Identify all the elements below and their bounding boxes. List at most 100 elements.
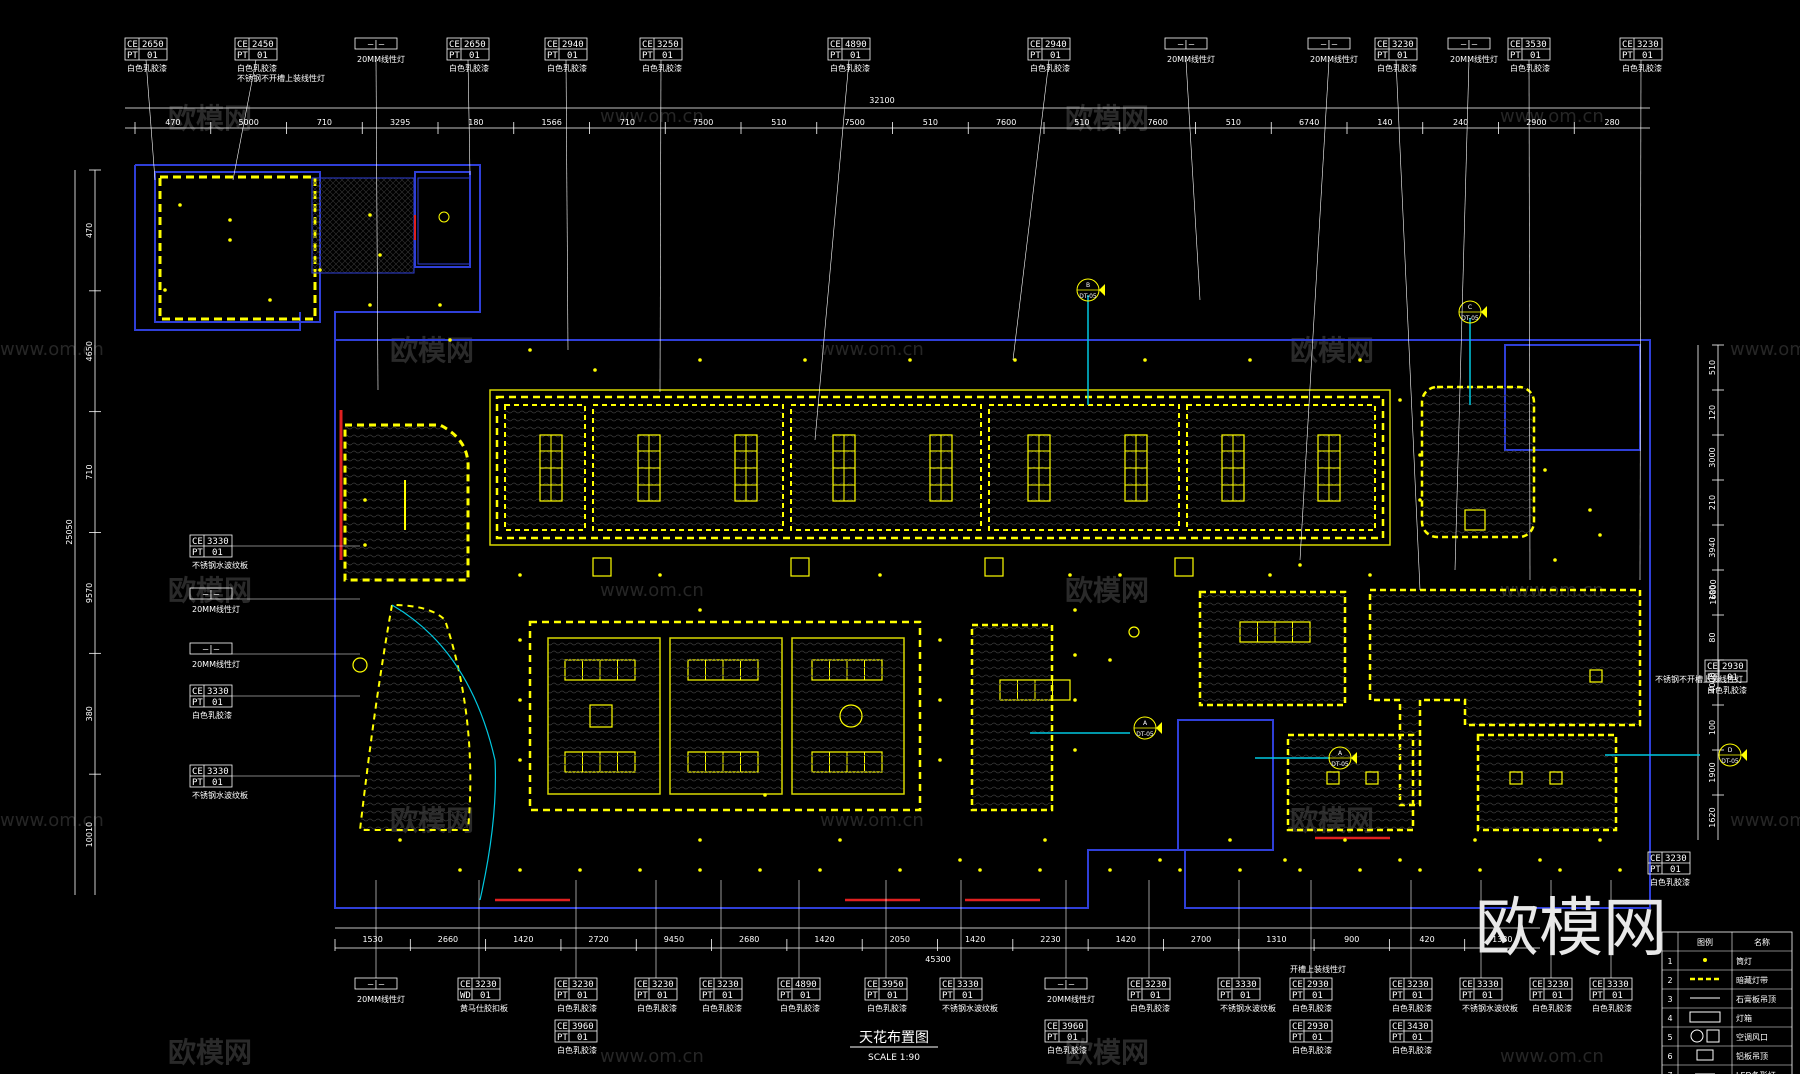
- callout-number: 01: [1642, 51, 1653, 61]
- callout-material: PT: [1650, 865, 1661, 875]
- legend-symbol: [1690, 1029, 1720, 1043]
- callout-note: 20MM线性灯: [1167, 54, 1215, 64]
- downlight: [878, 573, 882, 577]
- downlight: [1598, 533, 1602, 537]
- callout-material: PT: [637, 991, 648, 1001]
- red-accents: [495, 836, 1390, 902]
- callout-note: 白色乳胶漆: [449, 63, 489, 73]
- callout-number: 01: [469, 51, 480, 61]
- lamp-symbol: —|—: [203, 645, 220, 655]
- section-marker-sheet: DT-05: [1136, 731, 1154, 738]
- watermark-url: www.om.cn: [1730, 810, 1800, 831]
- dimension-value: 2050: [890, 935, 910, 944]
- dimension-value: 5000: [238, 118, 258, 127]
- callout-note: 白色乳胶漆: [547, 63, 587, 73]
- callout-number: 01: [1412, 991, 1423, 1001]
- callout-note: 不锈钢水波纹板: [1462, 1003, 1518, 1013]
- callout-code: CE: [192, 537, 203, 547]
- callout-code: CE: [1030, 40, 1041, 50]
- callout-tag: —|—20MM线性灯: [1164, 37, 1215, 64]
- downlight: [228, 238, 232, 242]
- downlight: [368, 213, 372, 217]
- legend-row-name: 空调风口: [1736, 1032, 1768, 1042]
- dimension-value: 80: [1708, 632, 1717, 642]
- callout-note: 白色乳胶漆: [1622, 63, 1662, 73]
- callout-material: PT: [867, 991, 878, 1001]
- dimension-value: 710: [620, 118, 635, 127]
- callout-material: PT: [1292, 1033, 1303, 1043]
- callout-note-2: 不锈钢不开槽上装线性灯: [237, 73, 325, 83]
- dimension-value: 710: [317, 118, 332, 127]
- legend-row-name: 石膏板吊顶: [1736, 994, 1776, 1004]
- lower-ceiling-blocks: [528, 385, 1642, 832]
- callout-tag: —|—20MM线性灯: [1307, 37, 1358, 64]
- left-total-dimension: 25050: [65, 519, 74, 544]
- dimension-value: 2660: [438, 935, 458, 944]
- callout-material: PT: [1392, 1033, 1403, 1043]
- callout-material: PT: [449, 51, 460, 61]
- downlight: [1598, 838, 1602, 842]
- callout-note: 不锈钢水波纹板: [192, 790, 248, 800]
- callout-material: PT: [1220, 991, 1231, 1001]
- callout-code: CE: [557, 1022, 568, 1032]
- downlight: [518, 698, 522, 702]
- callout-material: PT: [192, 778, 203, 788]
- downlight: [1298, 868, 1302, 872]
- callout-code: CE: [1622, 40, 1633, 50]
- callout-height: 3230: [1407, 980, 1429, 990]
- downlight: [368, 303, 372, 307]
- callout-number: 01: [1482, 991, 1493, 1001]
- callout-code: CE: [237, 40, 248, 50]
- callout-code: CE: [1532, 980, 1543, 990]
- callout-number: 01: [212, 778, 223, 788]
- callout-height: 3330: [207, 687, 229, 697]
- watermark-url: www.om.cn: [600, 1046, 704, 1067]
- callout-material: PT: [1622, 51, 1633, 61]
- callout-number: 01: [577, 1033, 588, 1043]
- callout-height: 3230: [1145, 980, 1167, 990]
- downlight: [1618, 868, 1622, 872]
- callout-code: CE: [557, 980, 568, 990]
- light-box: [637, 434, 661, 502]
- downlight: [938, 638, 942, 642]
- callout-number: 01: [1530, 51, 1541, 61]
- callout-material: PT: [702, 991, 713, 1001]
- legend-header-name: 名称: [1754, 937, 1770, 947]
- callout-code: CE: [1510, 40, 1521, 50]
- callout-material: PT: [1030, 51, 1041, 61]
- watermark-text: 欧模网: [168, 574, 252, 607]
- callout-height: 3230: [717, 980, 739, 990]
- watermark-text: 欧模网: [1290, 334, 1374, 367]
- upper-ceiling-band: [489, 389, 1391, 546]
- callout-material: PT: [192, 548, 203, 558]
- lamp-symbol: —|—: [1461, 40, 1478, 50]
- callout-note: 白色乳胶漆: [642, 63, 682, 73]
- callout-height: 2930: [1307, 1022, 1329, 1032]
- downlight: [1228, 838, 1232, 842]
- downlight: [178, 203, 182, 207]
- callout-code: CE: [1377, 40, 1388, 50]
- callout-number: 01: [1240, 991, 1251, 1001]
- watermark-text: 欧模网: [390, 334, 474, 367]
- watermark-url: www.om.cn: [1500, 1046, 1604, 1067]
- watermark-text: 欧模网: [168, 1036, 252, 1069]
- callout-number: 01: [800, 991, 811, 1001]
- dimension-value: 470: [85, 223, 94, 238]
- downlight: [1073, 653, 1077, 657]
- downlight: [898, 868, 902, 872]
- legend-symbol: [1703, 958, 1707, 962]
- downlight: [518, 638, 522, 642]
- callout-note: 白色乳胶漆: [637, 1003, 677, 1013]
- legend-row-number: 3: [1667, 995, 1672, 1004]
- lamp-symbol: —|—: [203, 590, 220, 600]
- dimension-value: 1566: [541, 118, 561, 127]
- callout-height: 3230: [475, 980, 497, 990]
